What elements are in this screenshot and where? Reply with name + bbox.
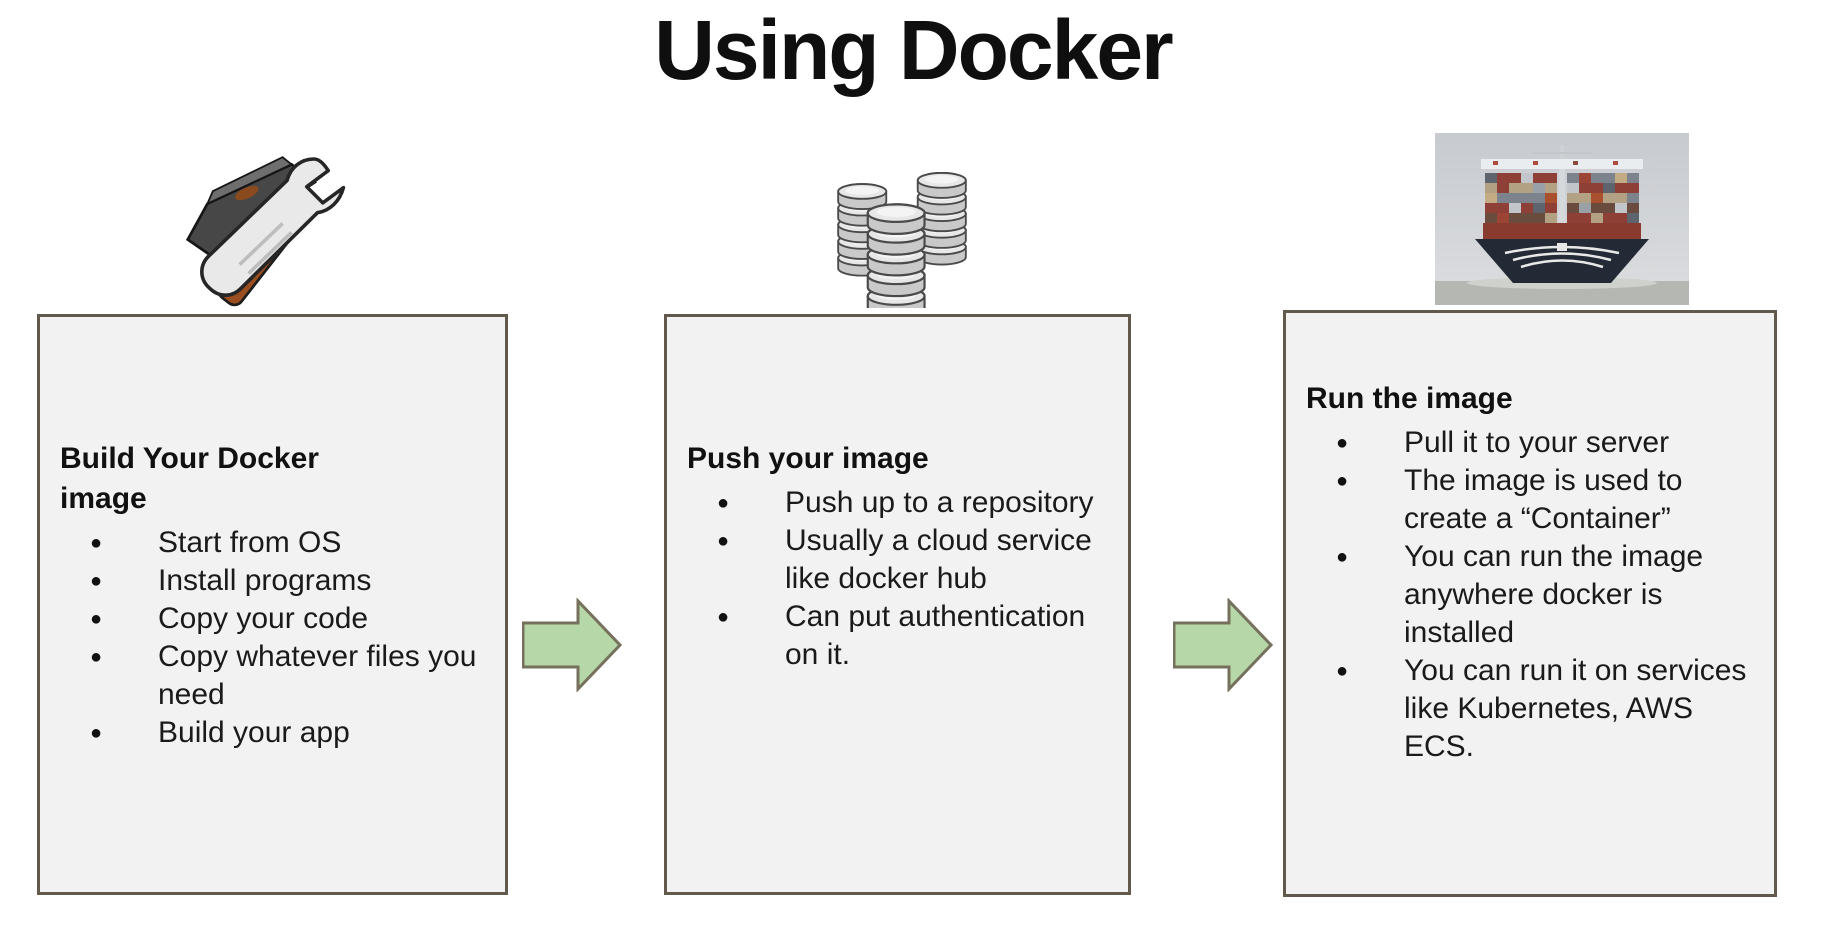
tools-icon-svg <box>185 156 346 307</box>
arrow-right-icon <box>1173 598 1273 692</box>
list-item: Pull it to your server <box>1306 424 1764 462</box>
database-stack-icon <box>831 160 973 318</box>
panel-run-image: Run the image Pull it to your server The… <box>1283 310 1777 897</box>
list-item: Copy whatever files you need <box>60 638 495 714</box>
container-ship-svg <box>1435 133 1689 305</box>
list-item: Install programs <box>60 562 495 600</box>
panel-push-heading: Push your image <box>687 442 929 475</box>
list-item: Push up to a repository <box>687 484 1118 522</box>
arrow-right-icon <box>522 598 622 692</box>
list-item: You can run it on services like Kubernet… <box>1306 652 1764 766</box>
panel-build-image: Build Your Docker image Start from OS In… <box>37 314 508 895</box>
panel-build-bullet-list: Start from OS Install programs Copy your… <box>60 524 495 752</box>
panel-build-heading: Build Your Docker image <box>60 442 319 515</box>
panel-push-image: Push your image Push up to a repository … <box>664 314 1131 895</box>
list-item: Usually a cloud service like docker hub <box>687 522 1118 598</box>
list-item: Can put authentication on it. <box>687 598 1118 674</box>
list-item: Start from OS <box>60 524 495 562</box>
list-item: Copy your code <box>60 600 495 638</box>
database-stack-icon-svg <box>837 172 967 318</box>
list-item: Build your app <box>60 714 495 752</box>
list-item: You can run the image anywhere docker is… <box>1306 538 1764 652</box>
panel-run-bullet-list: Pull it to your server The image is used… <box>1306 424 1764 766</box>
page-title: Using Docker <box>654 3 1174 97</box>
panel-run-heading: Run the image <box>1306 382 1513 415</box>
panel-push-bullet-list: Push up to a repository Usually a cloud … <box>687 484 1118 674</box>
container-ship-image <box>1435 133 1689 305</box>
list-item: The image is used to create a “Container… <box>1306 462 1764 538</box>
tools-icon <box>177 144 347 310</box>
